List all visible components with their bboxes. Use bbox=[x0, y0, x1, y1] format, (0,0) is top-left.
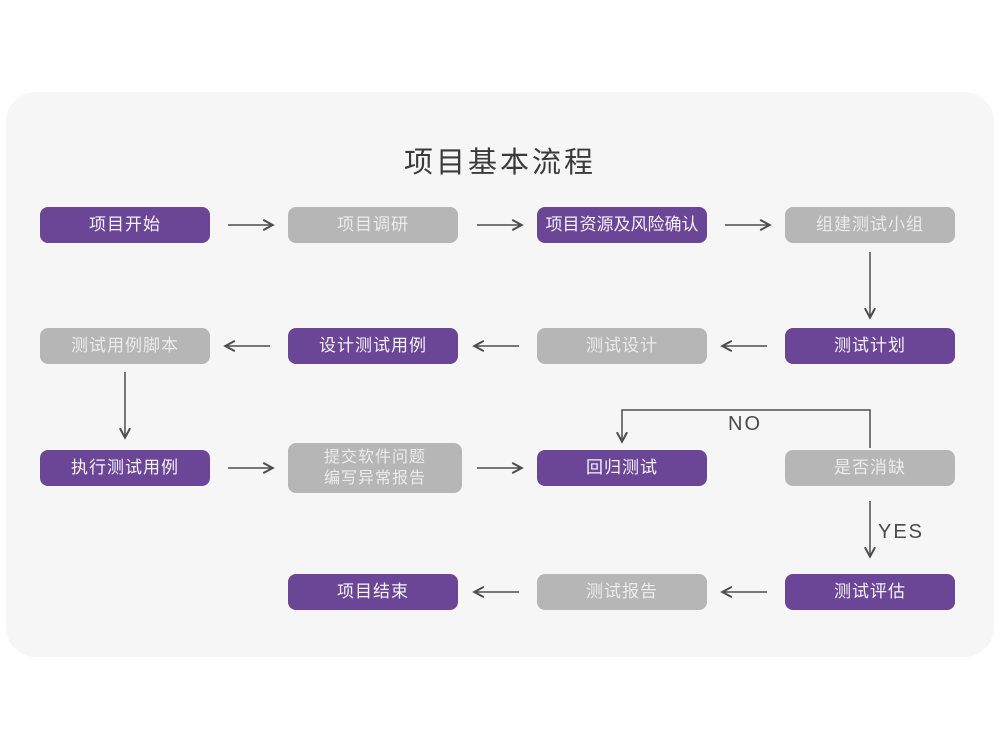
node-label: 回归测试 bbox=[586, 457, 658, 477]
node-execute-cases: 执行测试用例 bbox=[40, 450, 210, 486]
node-regression-test: 回归测试 bbox=[537, 450, 707, 486]
node-label: 项目调研 bbox=[337, 214, 409, 234]
node-build-team: 组建测试小组 bbox=[785, 207, 955, 243]
no-branch-label: NO bbox=[728, 413, 762, 435]
node-label: 项目结束 bbox=[337, 581, 409, 601]
node-label: 项目资源及风险确认 bbox=[545, 214, 699, 234]
node-project-start: 项目开始 bbox=[40, 207, 210, 243]
node-design-cases: 设计测试用例 bbox=[288, 328, 458, 364]
node-submit-report: 提交软件问题 编写异常报告 bbox=[288, 443, 462, 493]
node-label: 测试评估 bbox=[834, 581, 906, 601]
node-label: 组建测试小组 bbox=[816, 214, 924, 234]
node-project-end: 项目结束 bbox=[288, 574, 458, 610]
node-label: 测试计划 bbox=[834, 335, 906, 355]
node-label: 项目开始 bbox=[89, 214, 161, 234]
node-label: 测试用例脚本 bbox=[71, 335, 179, 355]
node-label-line2: 编写异常报告 bbox=[323, 470, 426, 487]
yes-branch-label: YES bbox=[878, 521, 925, 543]
node-test-design: 测试设计 bbox=[537, 328, 707, 364]
node-label: 执行测试用例 bbox=[71, 457, 179, 477]
node-label: 是否消缺 bbox=[834, 457, 906, 477]
node-test-report: 测试报告 bbox=[537, 574, 707, 610]
node-test-evaluation: 测试评估 bbox=[785, 574, 955, 610]
node-project-research: 项目调研 bbox=[288, 207, 458, 243]
node-label: 测试设计 bbox=[586, 335, 658, 355]
node-label: 设计测试用例 bbox=[319, 335, 427, 355]
node-test-plan: 测试计划 bbox=[785, 328, 955, 364]
flowchart-card bbox=[6, 92, 994, 657]
page-title: 项目基本流程 bbox=[403, 147, 596, 179]
node-defect-cleared: 是否消缺 bbox=[785, 450, 955, 486]
node-case-scripts: 测试用例脚本 bbox=[40, 328, 210, 364]
node-label-line1: 提交软件问题 bbox=[323, 449, 426, 466]
node-label: 测试报告 bbox=[586, 581, 658, 601]
node-resource-risk: 项目资源及风险确认 bbox=[537, 207, 707, 243]
